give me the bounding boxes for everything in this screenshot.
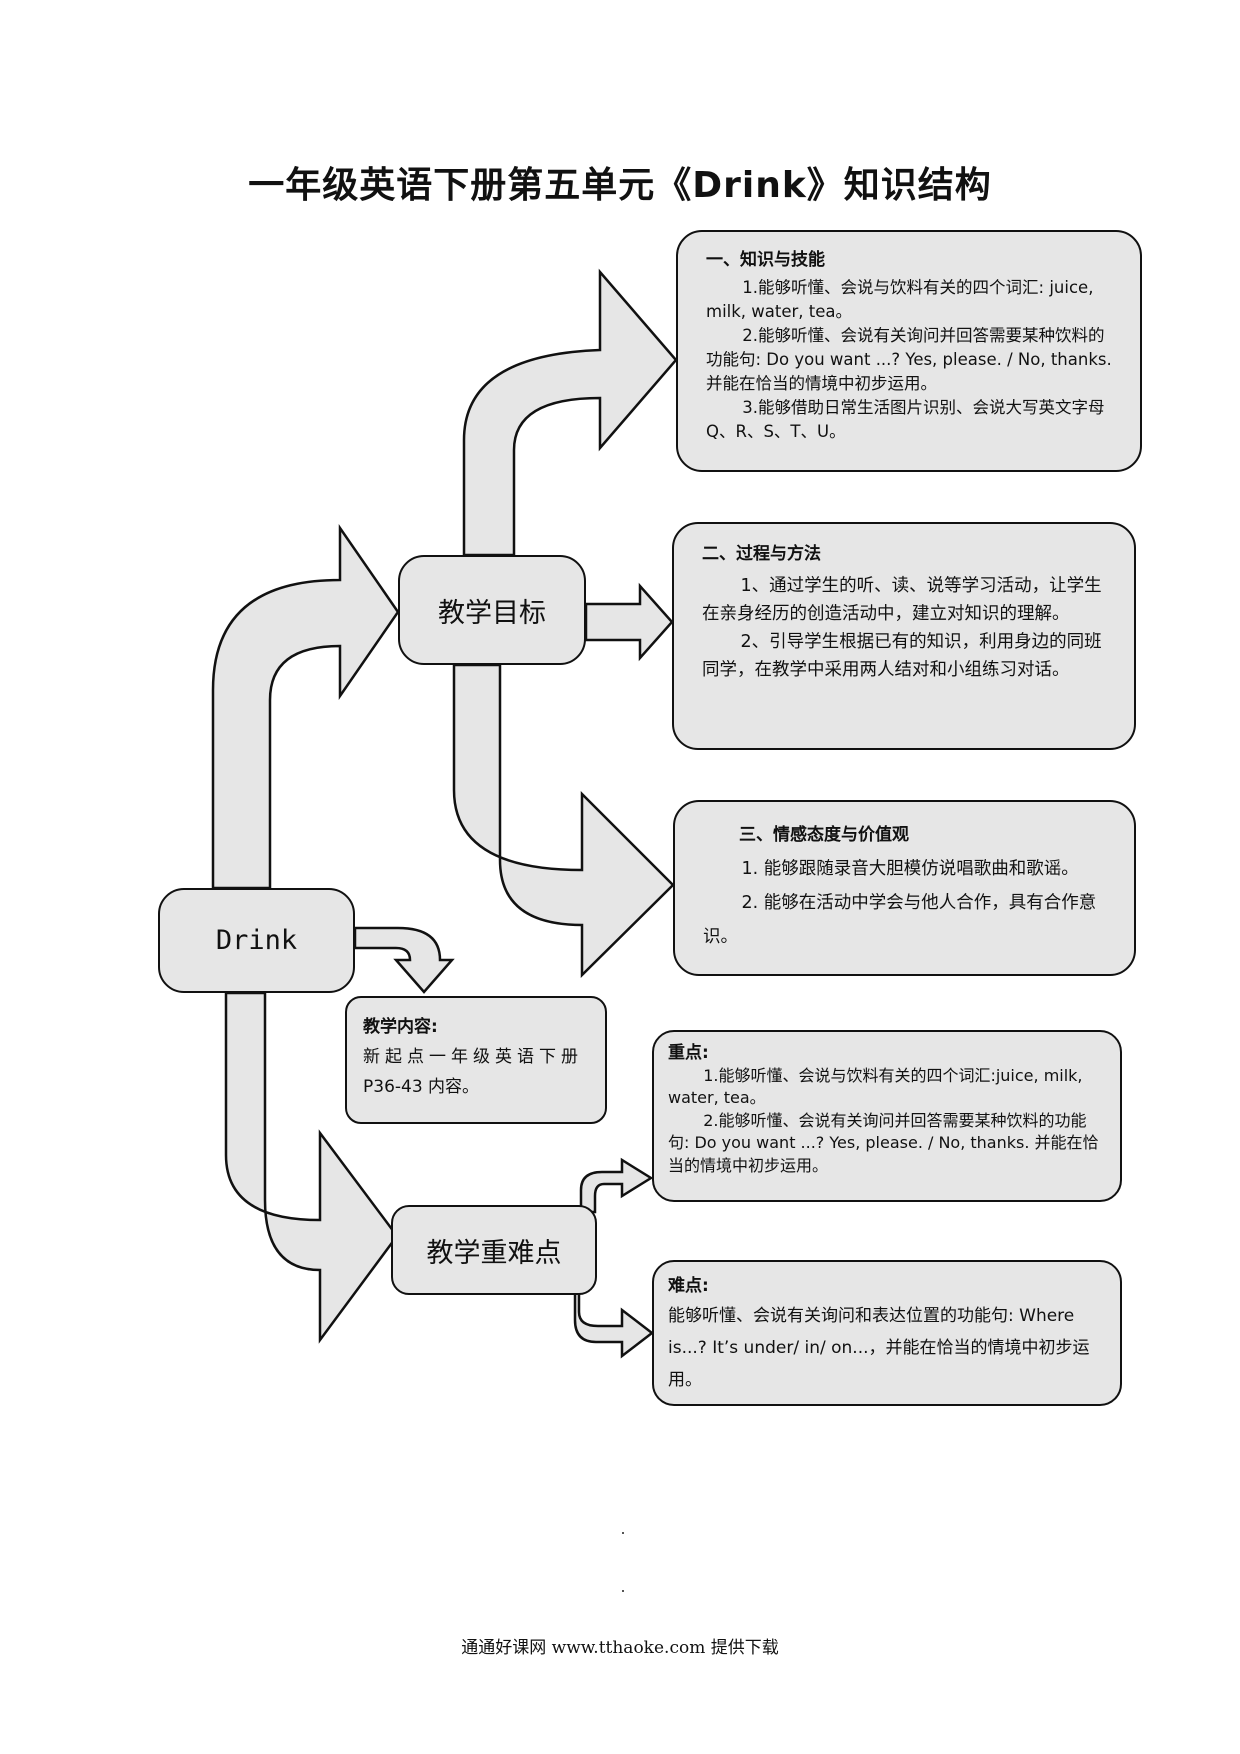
key-points-item: 1.能够听懂、会说与饮料有关的四个词汇:juice, milk, water, …	[668, 1065, 1083, 1108]
difficult-points-box: 难点: 能够听懂、会说有关询问和表达位置的功能句: Where is...? I…	[652, 1260, 1122, 1406]
key-difficult-points-label: 教学重难点	[426, 1237, 562, 1269]
arrow-drink-to-goals	[211, 523, 400, 890]
page-mark	[622, 1532, 624, 1534]
key-points-item: 2.能够听懂、会说有关询问并回答需要某种饮料的功能句: Do you want …	[668, 1110, 1099, 1175]
difficult-points-heading: 难点:	[668, 1276, 709, 1296]
arrow-keypoints-to-key	[579, 1157, 654, 1214]
arrow-drink-to-keypoints	[224, 991, 399, 1344]
teaching-content-heading: 教学内容:	[363, 1017, 438, 1037]
teaching-goals-node: 教学目标	[398, 555, 586, 665]
teaching-goals-label: 教学目标	[438, 597, 546, 629]
objective-item: 2.能够听懂、会说有关询问并回答需要某种饮料的功能句: Do you want …	[706, 326, 1112, 393]
teaching-content-line: P36-43 内容。	[363, 1077, 480, 1097]
page-mark	[622, 1590, 624, 1592]
key-difficult-points-node: 教学重难点	[391, 1205, 597, 1295]
arrow-goals-to-knowledge	[462, 268, 678, 557]
objective-process-methods: 二、过程与方法 1、通过学生的听、读、说等学习活动，让学生在亲身经历的创造活动中…	[672, 522, 1136, 750]
central-topic-label: Drink	[215, 925, 298, 956]
arrow-keypoints-to-difficult	[573, 1290, 655, 1359]
arrow-goals-to-attitude	[452, 663, 675, 978]
objective-heading: 一、知识与技能	[706, 250, 825, 270]
objective-item: 2、引导学生根据已有的知识，利用身边的同班同学，在教学中采用两人结对和小组练习对…	[702, 632, 1102, 680]
objective-heading: 三、情感态度与价值观	[739, 825, 909, 845]
key-points-heading: 重点:	[668, 1043, 709, 1063]
central-topic-drink: Drink	[158, 888, 355, 993]
objective-item: 2. 能够在活动中学会与他人合作，具有合作意识。	[703, 893, 1097, 947]
teaching-content-box: 教学内容: 新起点一年级英语下册 P36-43 内容。	[345, 996, 607, 1124]
arrow-drink-to-content	[353, 926, 455, 994]
objective-item: 1、通过学生的听、读、说等学习活动，让学生在亲身经历的创造活动中，建立对知识的理…	[702, 576, 1102, 624]
objective-heading: 二、过程与方法	[702, 544, 821, 564]
objective-attitude-values: 三、情感态度与价值观 1. 能够跟随录音大胆模仿说唱歌曲和歌谣。 2. 能够在活…	[673, 800, 1136, 976]
objective-knowledge-skills: 一、知识与技能 1.能够听懂、会说与饮料有关的四个词汇: juice, milk…	[676, 230, 1142, 472]
arrow-goals-to-process	[584, 582, 674, 662]
key-points-box: 重点: 1.能够听懂、会说与饮料有关的四个词汇:juice, milk, wat…	[652, 1030, 1122, 1202]
page-footer: 通通好课网 www.tthaoke.com 提供下载	[461, 1638, 779, 1658]
objective-item: 1.能够听懂、会说与饮料有关的四个词汇: juice, milk, water,…	[706, 278, 1094, 321]
page-title: 一年级英语下册第五单元《Drink》知识结构	[248, 165, 992, 206]
teaching-content-line: 新起点一年级英语下册	[363, 1047, 583, 1067]
difficult-points-item: 能够听懂、会说有关询问和表达位置的功能句: Where is...? It’s …	[668, 1306, 1090, 1390]
objective-item: 3.能够借助日常生活图片识别、会说大写英文字母Q、R、S、T、U。	[706, 398, 1105, 441]
objective-item: 1. 能够跟随录音大胆模仿说唱歌曲和歌谣。	[741, 859, 1079, 879]
